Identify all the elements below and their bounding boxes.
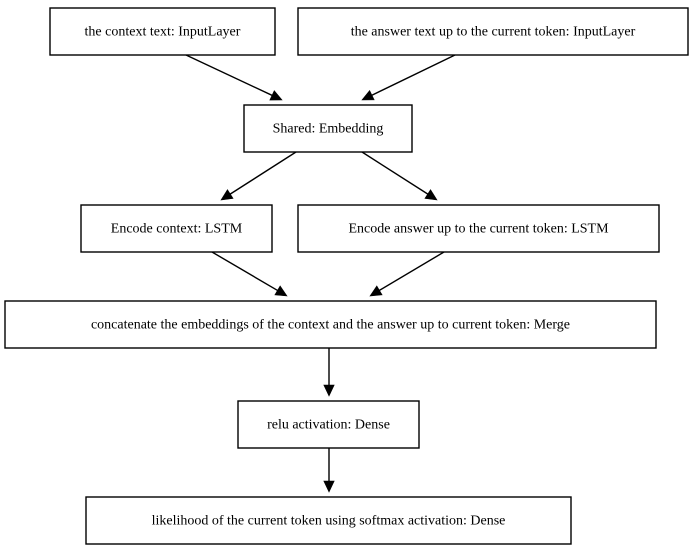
node-label: Shared: Embedding <box>273 122 384 137</box>
edge-encode-answer-to-merge <box>369 251 445 297</box>
node-label: relu activation: Dense <box>267 418 390 433</box>
arrowhead-icon <box>220 189 234 201</box>
node-box[interactable] <box>49 7 276 56</box>
node-box[interactable] <box>4 300 657 349</box>
edge-line <box>185 54 275 97</box>
node-label: the context text: InputLayer <box>85 25 241 40</box>
edge-embedding-to-encode-context <box>220 151 297 201</box>
node-box[interactable] <box>85 496 572 545</box>
node-merge[interactable]: concatenate the embeddings of the contex… <box>4 300 657 349</box>
node-box[interactable] <box>237 400 420 449</box>
arrowhead-icon <box>323 384 335 397</box>
node-box[interactable] <box>243 104 413 153</box>
edge-embedding-to-encode-answer <box>361 151 438 201</box>
node-encode-answer[interactable]: Encode answer up to the current token: L… <box>297 204 660 253</box>
node-context-input[interactable]: the context text: InputLayer <box>49 7 276 56</box>
arrowhead-icon <box>269 90 283 101</box>
arrowhead-icon <box>361 89 375 101</box>
node-relu-dense[interactable]: relu activation: Dense <box>237 400 420 449</box>
edge-line <box>361 151 430 196</box>
edge-context-to-embedding <box>185 54 283 101</box>
edge-merge-to-relu <box>323 348 335 397</box>
node-label: Encode answer up to the current token: L… <box>348 222 609 237</box>
node-label: likelihood of the current token using so… <box>152 514 506 529</box>
edge-line <box>228 151 297 196</box>
node-box[interactable] <box>297 7 689 56</box>
node-shared-embedding[interactable]: Shared: Embedding <box>243 104 413 153</box>
node-softmax-dense[interactable]: likelihood of the current token using so… <box>85 496 572 545</box>
arrowhead-icon <box>274 285 288 297</box>
node-label: concatenate the embeddings of the contex… <box>91 318 570 333</box>
node-label: Encode context: LSTM <box>111 222 243 237</box>
edge-encode-context-to-merge <box>211 251 288 297</box>
arrowhead-icon <box>323 480 335 493</box>
node-box[interactable] <box>80 204 273 253</box>
arrowhead-icon <box>424 189 438 201</box>
node-answer-input[interactable]: the answer text up to the current token:… <box>297 7 689 56</box>
node-encode-context[interactable]: Encode context: LSTM <box>80 204 273 253</box>
node-label: the answer text up to the current token:… <box>351 25 636 40</box>
edge-line <box>377 251 445 293</box>
edge-line <box>369 54 456 97</box>
edge-relu-to-softmax <box>323 448 335 493</box>
arrowhead-icon <box>369 285 383 297</box>
node-box[interactable] <box>297 204 660 253</box>
edge-layer <box>185 54 456 493</box>
edge-line <box>211 251 280 293</box>
edge-answer-to-embedding <box>361 54 456 101</box>
node-layer: the context text: InputLayer the answer … <box>4 7 689 545</box>
